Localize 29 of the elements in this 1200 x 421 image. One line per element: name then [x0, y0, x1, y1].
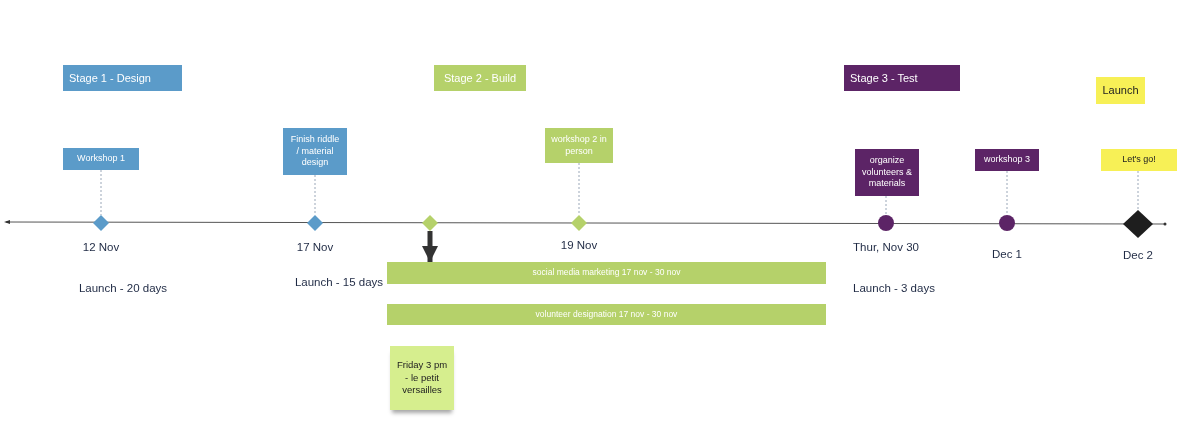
event-box: Finish riddle / material design [283, 128, 347, 175]
event-box: organize volunteers & materials [855, 149, 919, 196]
countdown-label: Launch - 20 days [78, 282, 168, 294]
date-label: 17 Nov [296, 241, 334, 253]
date-label: Dec 2 [1123, 249, 1153, 261]
stage-header: Stage 3 - Test [844, 65, 960, 91]
countdown-label: Launch - 3 days [853, 282, 935, 294]
event-box: workshop 2 in person [545, 128, 613, 163]
stage-header: Stage 1 - Design [63, 65, 182, 91]
date-label: 12 Nov [82, 241, 120, 253]
event-box: workshop 3 [975, 149, 1039, 171]
connector-line [885, 195, 887, 216]
date-label: Thur, Nov 30 [853, 241, 919, 253]
date-label: Dec 1 [992, 248, 1022, 260]
date-label: 19 Nov [560, 239, 598, 251]
countdown-label: Launch - 15 days [294, 276, 384, 288]
arrow [422, 231, 438, 262]
sticky-note: Friday 3 pm - le petit versailles [390, 346, 454, 410]
event-box: Workshop 1 [63, 148, 139, 170]
connector-line [314, 174, 316, 216]
connector-line [578, 162, 580, 216]
event-box: Let's go! [1101, 149, 1177, 171]
task-bar: social media marketing 17 nov - 30 nov [387, 262, 826, 284]
connector-line [1006, 170, 1008, 216]
task-bar: volunteer designation 17 nov - 30 nov [387, 304, 826, 325]
milestone-label: Launch [1096, 77, 1145, 104]
connector-line [1137, 170, 1139, 211]
stage-header: Stage 2 - Build [434, 65, 526, 91]
connector-line [100, 169, 102, 216]
